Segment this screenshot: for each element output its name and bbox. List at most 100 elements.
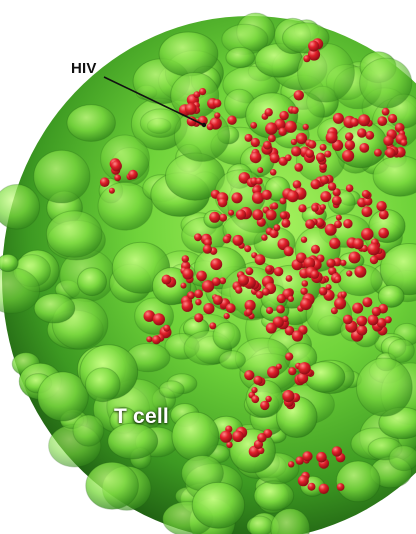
hiv-particle: [303, 55, 311, 63]
hiv-particle: [302, 123, 309, 130]
hiv-particle: [186, 116, 197, 127]
hiv-particle: [332, 188, 341, 197]
hiv-particle: [254, 254, 266, 266]
hiv-particle: [320, 175, 329, 185]
hiv-particle: [161, 274, 172, 285]
hiv-particle: [228, 209, 235, 216]
hiv-leader-dot: [201, 122, 207, 128]
surface-ruffle: [37, 371, 89, 422]
hiv-particle: [267, 366, 280, 379]
hiv-particle: [219, 277, 227, 285]
hiv-particle: [223, 313, 230, 320]
hiv-particle: [245, 308, 253, 316]
hiv-particle: [291, 146, 302, 157]
hiv-particle: [345, 132, 354, 141]
hiv-particle: [213, 99, 222, 108]
hiv-particle: [253, 375, 263, 385]
hiv-particle: [305, 149, 315, 158]
hiv-particle: [211, 277, 221, 286]
hiv-particle: [222, 235, 231, 244]
hiv-particle: [209, 322, 217, 330]
hiv-particle: [371, 306, 382, 317]
hiv-particle: [279, 211, 288, 220]
hiv-particle: [378, 209, 389, 220]
hiv-particle: [332, 112, 344, 124]
hiv-particle: [250, 122, 258, 129]
hiv-particle: [283, 246, 294, 257]
hiv-particle: [257, 433, 267, 443]
hiv-particle: [187, 292, 195, 300]
hiv-particle: [359, 143, 370, 153]
surface-ruffle: [359, 57, 413, 109]
hiv-particle: [319, 204, 326, 211]
hiv-particle: [331, 446, 343, 457]
hiv-particle: [263, 140, 272, 150]
hiv-particle: [388, 113, 398, 124]
surface-ruffle: [66, 104, 116, 142]
hiv-particle: [163, 324, 171, 332]
hiv-particle: [251, 191, 264, 204]
hiv-particle: [244, 133, 253, 142]
hiv-particle: [324, 150, 332, 158]
hiv-particle: [384, 316, 392, 324]
hiv-particle: [334, 275, 342, 283]
hiv-particle: [286, 190, 299, 203]
hiv-particle: [209, 211, 221, 223]
hiv-particle: [328, 266, 337, 276]
hiv-particle: [231, 192, 243, 204]
hiv-particle: [251, 387, 258, 394]
hiv-particle: [181, 255, 189, 263]
hiv-particle: [244, 299, 256, 312]
hiv-particle: [369, 255, 379, 265]
hiv-particle: [201, 280, 215, 293]
hiv-particle: [331, 195, 342, 206]
hiv-particle: [290, 138, 297, 146]
hiv-particle: [296, 252, 307, 264]
surface-ruffle: [253, 480, 295, 511]
hiv-particle: [196, 270, 207, 282]
hiv-particle: [367, 314, 379, 326]
hiv-particle: [374, 148, 382, 157]
surface-ruffle: [270, 508, 311, 534]
hiv-particle: [255, 290, 264, 299]
hiv-particle: [324, 223, 337, 236]
hiv-label: HIV: [71, 60, 97, 77]
surface-ruffle: [379, 243, 416, 296]
hiv-particle: [99, 177, 110, 187]
hiv-particle: [244, 370, 255, 381]
hiv-particle: [297, 372, 309, 384]
hiv-particle: [394, 122, 405, 133]
hiv-particle: [343, 219, 353, 229]
hiv-particle: [356, 325, 368, 336]
hiv-particle: [276, 294, 286, 304]
hiv-particle: [146, 336, 153, 343]
hiv-particles: [99, 38, 408, 494]
hiv-particle: [271, 202, 279, 210]
hiv-particle: [334, 220, 342, 229]
hiv-particle: [335, 214, 342, 221]
surface-ruffle: [97, 181, 153, 231]
hiv-particle: [327, 182, 337, 191]
hiv-particle: [307, 482, 316, 491]
hiv-particle: [342, 314, 353, 325]
hiv-particle: [297, 475, 309, 487]
hiv-particle: [378, 227, 390, 239]
hiv-particle: [305, 219, 315, 230]
hiv-particle: [195, 299, 202, 306]
hiv-particle: [213, 295, 223, 305]
hiv-particle: [151, 335, 161, 345]
hiv-particle: [250, 177, 259, 186]
hiv-particle: [295, 456, 304, 465]
surface-ruffle: [225, 46, 256, 69]
hiv-particle: [376, 201, 387, 212]
hiv-particle: [206, 123, 214, 131]
hiv-particle: [281, 218, 291, 228]
surface-ruffle: [212, 321, 241, 351]
hiv-particle: [357, 128, 367, 138]
hiv-particle: [315, 218, 325, 228]
hiv-particle: [362, 297, 373, 308]
hiv-particle: [298, 362, 311, 375]
hiv-particle: [278, 127, 287, 136]
hiv-particle: [383, 135, 394, 146]
hiv-particle: [352, 238, 364, 250]
